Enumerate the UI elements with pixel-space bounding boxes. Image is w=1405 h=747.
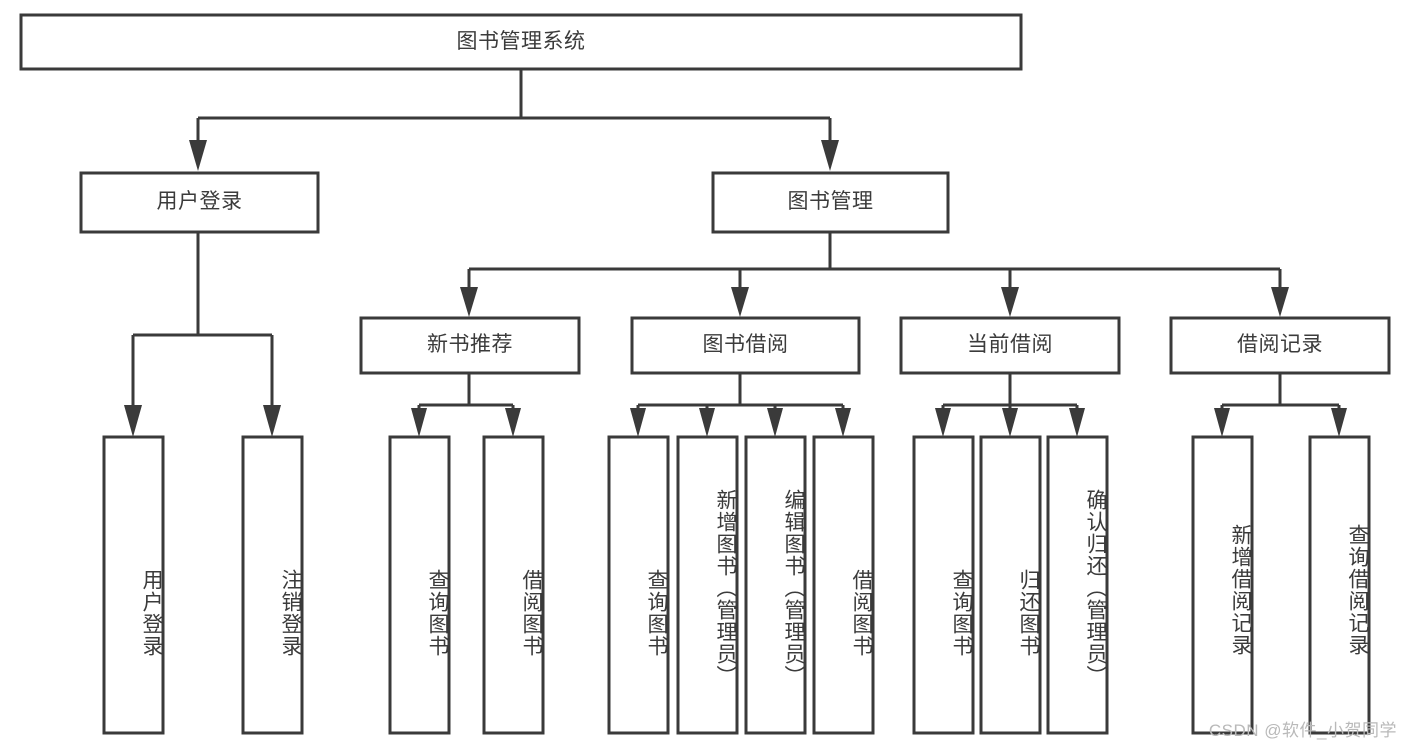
arrow-head-leaf-current-borrow-1 — [935, 408, 951, 437]
arrow-head-book-manage — [821, 140, 839, 171]
leaf-box-user-login-1[interactable] — [102, 435, 165, 735]
node-box-borrow-records[interactable] — [1169, 316, 1391, 375]
leaf-box-new-book-2[interactable] — [482, 435, 545, 735]
arrow-head-leaf-new-book-1 — [411, 408, 427, 437]
arrow-head-new-book-recommend — [460, 287, 478, 317]
arrow-head-leaf-book-borrow-3 — [767, 408, 783, 437]
arrow-head-user-login — [189, 140, 207, 171]
leaf-box-user-login-2[interactable] — [241, 435, 304, 735]
arrow-head-leaf-user-login-1 — [124, 405, 142, 437]
leaf-box-book-borrow-2[interactable] — [676, 435, 739, 735]
leaf-box-borrow-records-1[interactable] — [1191, 435, 1254, 735]
node-box-user-login[interactable] — [79, 171, 320, 234]
leaf-box-current-borrow-2[interactable] — [979, 435, 1042, 735]
arrow-head-book-borrow — [731, 287, 749, 317]
arrow-head-current-borrow — [1001, 287, 1019, 317]
watermark-label: CSDN @软件_小贺同学 — [1208, 721, 1397, 740]
arrow-head-leaf-borrow-records-1 — [1214, 408, 1230, 437]
leaf-box-book-borrow-1[interactable] — [607, 435, 670, 735]
node-box-new-book-recommend[interactable] — [359, 316, 581, 375]
node-box-book-manage[interactable] — [711, 171, 950, 234]
arrow-head-leaf-current-borrow-2 — [1002, 408, 1018, 437]
arrow-head-leaf-book-borrow-2 — [699, 408, 715, 437]
leaf-box-current-borrow-3[interactable] — [1046, 435, 1109, 735]
node-box-root[interactable] — [19, 13, 1023, 71]
arrow-head-leaf-current-borrow-3 — [1069, 408, 1085, 437]
leaf-box-book-borrow-3[interactable] — [744, 435, 807, 735]
arrow-head-leaf-book-borrow-1 — [630, 408, 646, 437]
arrow-head-leaf-borrow-records-2 — [1331, 408, 1347, 437]
leaf-box-new-book-1[interactable] — [388, 435, 451, 735]
leaf-box-book-borrow-4[interactable] — [812, 435, 875, 735]
arrow-head-leaf-book-borrow-4 — [835, 408, 851, 437]
arrow-head-leaf-new-book-2 — [505, 408, 521, 437]
arrow-head-borrow-records — [1271, 287, 1289, 317]
leaf-box-current-borrow-1[interactable] — [912, 435, 975, 735]
leaf-box-borrow-records-2[interactable] — [1308, 435, 1371, 735]
node-box-current-borrow[interactable] — [899, 316, 1121, 375]
node-box-book-borrow[interactable] — [630, 316, 861, 375]
arrow-head-leaf-user-login-2 — [263, 405, 281, 437]
